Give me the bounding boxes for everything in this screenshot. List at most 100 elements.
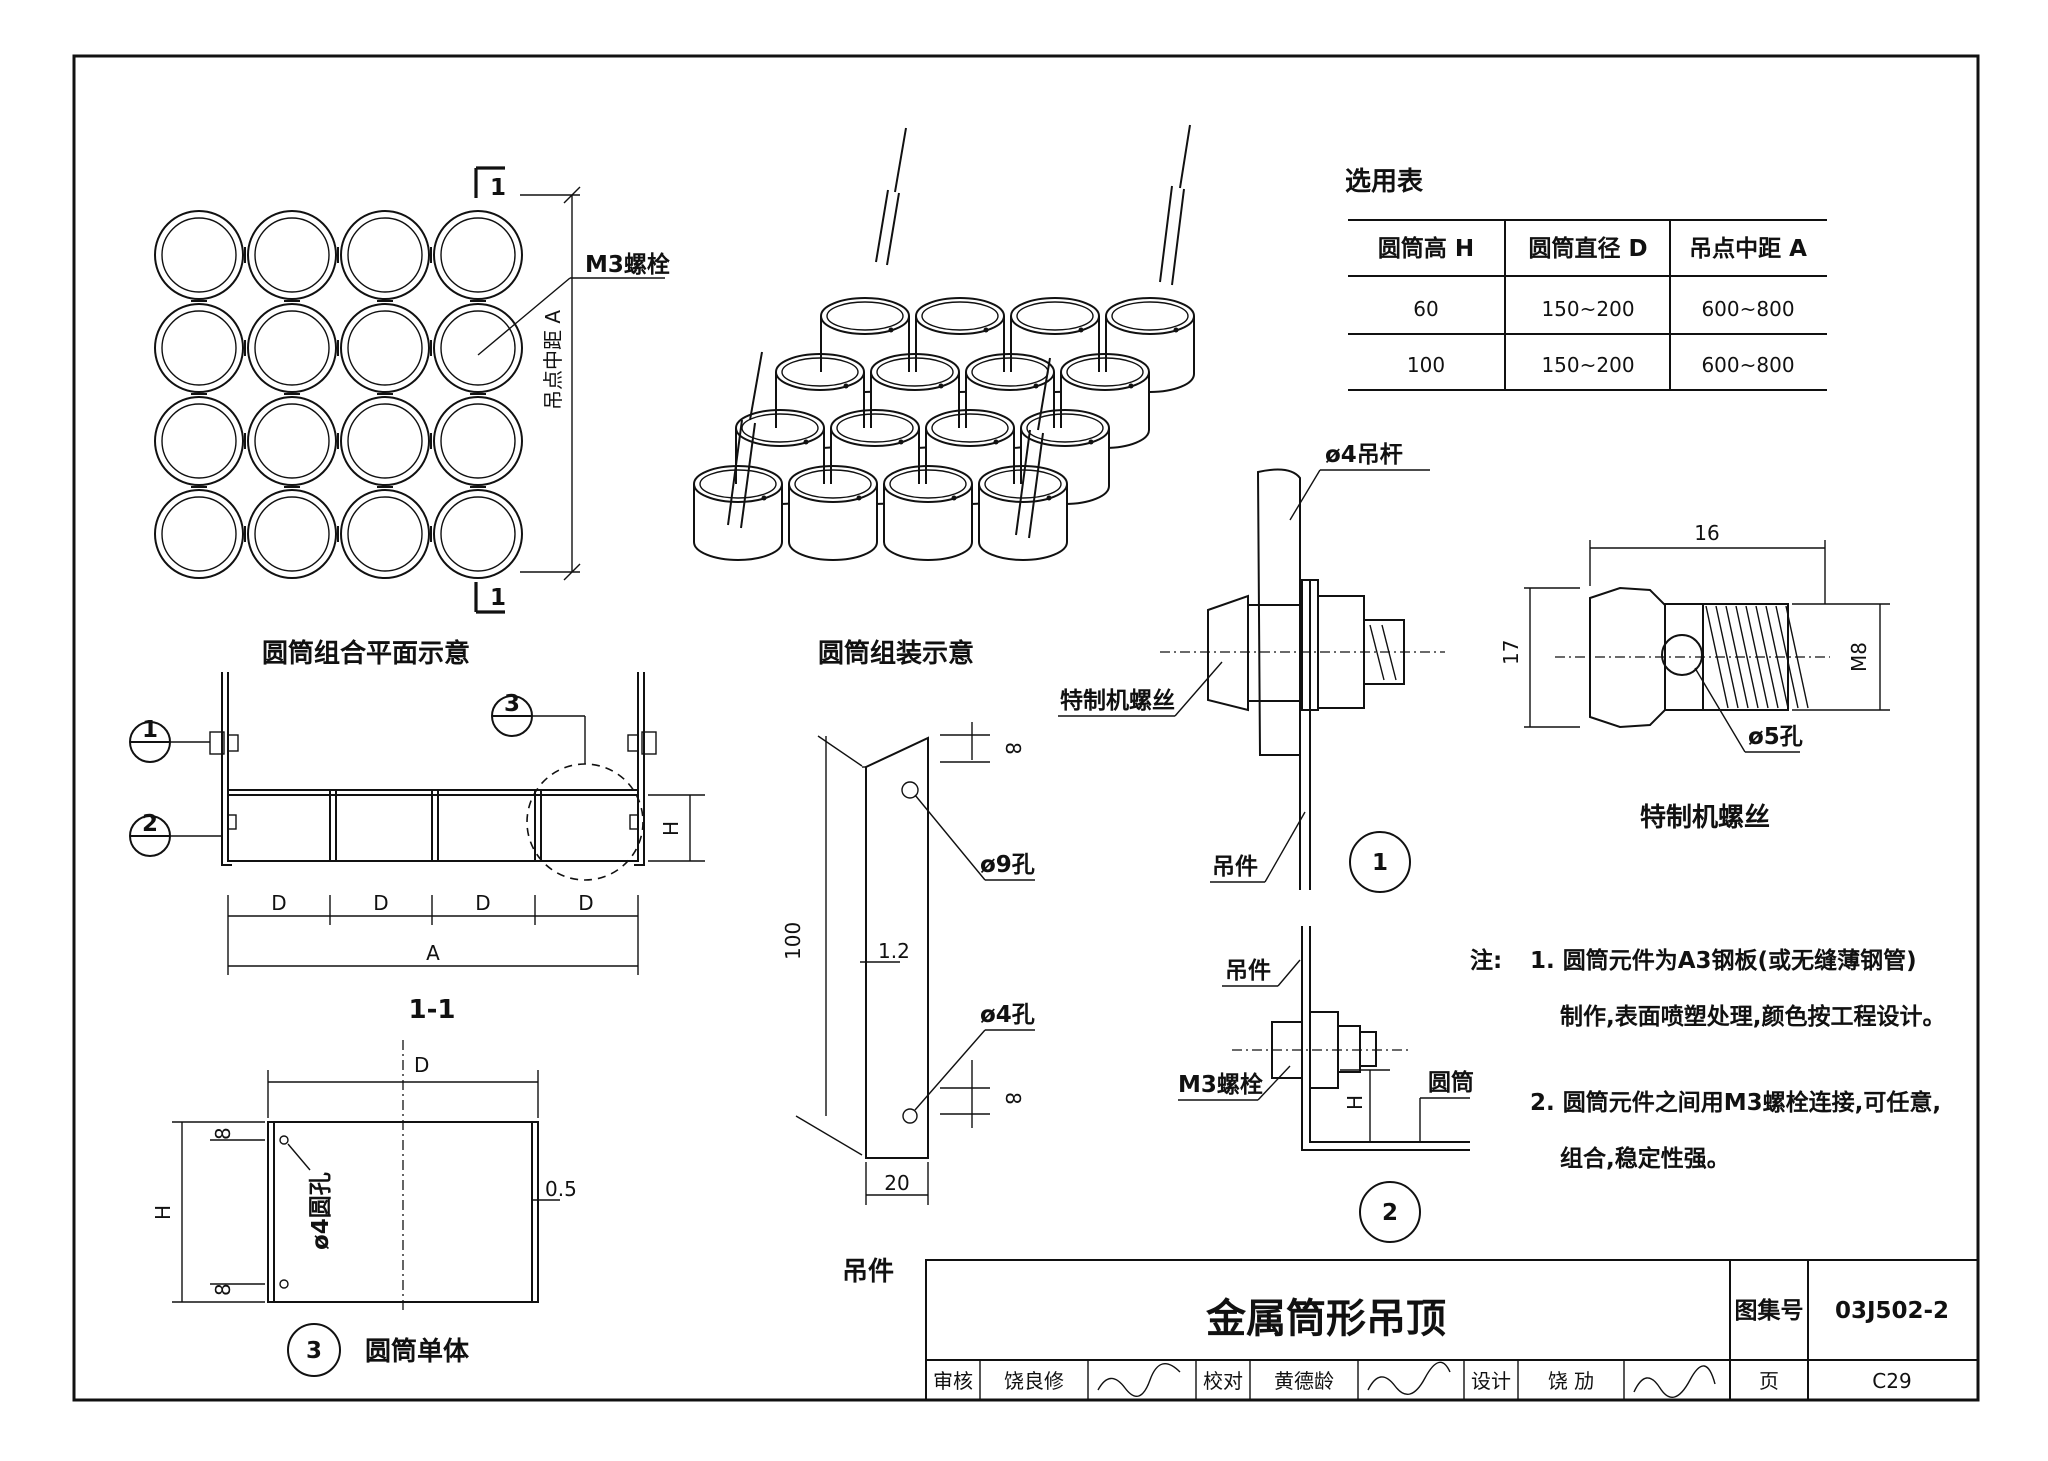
plan-cylinder-outer bbox=[340, 210, 430, 300]
iso-tube-inner bbox=[794, 469, 872, 499]
table-cell: 600~800 bbox=[1701, 353, 1794, 377]
tube-label: 圆筒 bbox=[1428, 1069, 1474, 1096]
table-cell: 60 bbox=[1413, 297, 1438, 321]
iso-bolt-dot bbox=[938, 383, 944, 389]
iso-tube-rim bbox=[1105, 297, 1195, 335]
iso-bolt-dot bbox=[1078, 327, 1084, 333]
title-block: 金属筒形吊顶 图集号 03J502-2 审核 饶良修 校对 黄德龄 设计 饶 劢… bbox=[925, 1259, 1979, 1401]
detail2-bolt-label: M3螺栓 bbox=[1178, 1072, 1263, 1098]
single-d-label: D bbox=[414, 1053, 429, 1077]
plan-cylinder-inner bbox=[440, 310, 516, 386]
hanger-dim-20: 20 bbox=[884, 1171, 909, 1195]
plan-cylinder-outer bbox=[154, 303, 244, 393]
single-tube-detail: D H 8 8 0.5 ø4圆孔 bbox=[151, 1040, 577, 1312]
span-a-label: 吊点中距 A bbox=[541, 310, 565, 410]
plan-cylinder-inner bbox=[347, 310, 423, 386]
iso-bolt-dot bbox=[761, 495, 767, 501]
selection-table: 圆筒高 H 圆筒直径 D 吊点中距 A 60 150~200 600~800 1… bbox=[1348, 219, 1827, 391]
iso-tube-inner bbox=[1026, 413, 1104, 443]
iso-tube-rim bbox=[870, 353, 960, 391]
iso-tube-inner bbox=[1111, 301, 1189, 331]
plan-cylinder-inner bbox=[161, 496, 237, 572]
iso-bolt-dot bbox=[1088, 439, 1094, 445]
iso-tube-rim bbox=[788, 465, 878, 503]
plan-cylinder-inner bbox=[254, 310, 330, 386]
iso-tube-inner bbox=[699, 469, 777, 499]
detail-3-circle bbox=[287, 1323, 341, 1377]
special-screw-label: 特制机螺丝 bbox=[1060, 688, 1175, 714]
plan-cylinder-inner bbox=[161, 217, 237, 293]
callout-1: 1 bbox=[142, 717, 158, 743]
plan-cylinder-inner bbox=[161, 310, 237, 386]
iso-tube-inner bbox=[836, 413, 914, 443]
plan-cylinder-outer bbox=[433, 396, 523, 486]
iso-tube-rim bbox=[830, 409, 920, 447]
hanger-title: 吊件 bbox=[842, 1257, 894, 1287]
iso-tube-inner bbox=[1016, 301, 1094, 331]
plan-cylinder-outer bbox=[247, 210, 337, 300]
detail2-h-label: H bbox=[1343, 1095, 1367, 1110]
detail2-number: 2 bbox=[1382, 1200, 1398, 1226]
plan-cylinder-outer bbox=[433, 210, 523, 300]
section-title: 1-1 bbox=[409, 995, 456, 1025]
table-title: 选用表 bbox=[1345, 167, 1424, 197]
atlas-number: 03J502-2 bbox=[1835, 1298, 1949, 1324]
plan-cylinder-outer bbox=[247, 489, 337, 579]
section-d-label: D bbox=[475, 891, 490, 915]
screw-thread bbox=[1735, 605, 1759, 709]
check-label: 校对 bbox=[1203, 1369, 1243, 1393]
iso-bolt-dot bbox=[993, 439, 999, 445]
special-screw-detail: 16 17 M8 ø5孔 bbox=[1499, 521, 1890, 753]
iso-tube-rim bbox=[925, 409, 1015, 447]
section-d-label: D bbox=[271, 891, 286, 915]
page-number: C29 bbox=[1872, 1369, 1911, 1393]
iso-tube-rim bbox=[883, 465, 973, 503]
table-cell: 150~200 bbox=[1541, 297, 1634, 321]
iso-tube-inner bbox=[781, 357, 859, 387]
detail1-hanger-label: 吊件 bbox=[1212, 854, 1258, 880]
single-h-label: H bbox=[151, 1205, 175, 1220]
hole5-label: ø5孔 bbox=[1748, 724, 1803, 750]
hole9-label: ø9孔 bbox=[980, 852, 1035, 878]
plan-cylinder-outer bbox=[433, 489, 523, 579]
notes-label: 注: bbox=[1470, 947, 1502, 974]
plan-cylinder-inner bbox=[347, 403, 423, 479]
plan-cylinder-inner bbox=[161, 403, 237, 479]
iso-tube-rim bbox=[978, 465, 1068, 503]
note-line: 2. 圆筒元件之间用M3螺栓连接,可任意, bbox=[1530, 1089, 1941, 1116]
screw-thread bbox=[1755, 605, 1779, 709]
plan-cylinder-outer bbox=[340, 396, 430, 486]
screw-thread bbox=[1775, 605, 1799, 709]
plan-cylinder-outer bbox=[247, 303, 337, 393]
iso-bolt-dot bbox=[1046, 495, 1052, 501]
screw-dim-17: 17 bbox=[1499, 640, 1523, 665]
iso-tube-inner bbox=[931, 413, 1009, 443]
atlas-label: 图集号 bbox=[1735, 1297, 1804, 1324]
section-mark-bottom: 1 bbox=[490, 585, 506, 611]
single-title: 圆筒单体 bbox=[365, 1336, 470, 1367]
iso-bolt-dot bbox=[803, 439, 809, 445]
designer-signature bbox=[1633, 1365, 1716, 1398]
checker-signature bbox=[1367, 1361, 1451, 1395]
iso-tube-rim bbox=[965, 353, 1055, 391]
plan-cylinder-inner bbox=[347, 217, 423, 293]
table-header-d: 圆筒直径 D bbox=[1528, 235, 1647, 262]
detail-1: ø4吊杆 特制机螺丝 吊件 1 bbox=[1058, 442, 1445, 893]
section-a-label: A bbox=[426, 941, 440, 965]
hanger-detail: 100 8 8 ø9孔 ø4孔 1.2 20 bbox=[781, 722, 1035, 1205]
table-cell: 100 bbox=[1407, 353, 1445, 377]
callout-3: 3 bbox=[504, 691, 520, 717]
hole4-label: ø4孔 bbox=[980, 1002, 1035, 1028]
plan-cylinder-inner bbox=[440, 403, 516, 479]
checker-name: 黄德龄 bbox=[1274, 1369, 1334, 1393]
iso-tube-inner bbox=[921, 301, 999, 331]
table-header-h: 圆筒高 H bbox=[1378, 235, 1474, 262]
designer-name: 饶 劢 bbox=[1548, 1369, 1594, 1393]
page-label: 页 bbox=[1759, 1369, 1779, 1393]
plan-cylinder-inner bbox=[254, 217, 330, 293]
iso-tube-rim bbox=[1020, 409, 1110, 447]
iso-tube-inner bbox=[876, 357, 954, 387]
iso-tube-inner bbox=[1066, 357, 1144, 387]
hanger-dim-8: 8 bbox=[1001, 1092, 1025, 1105]
plan-cylinder-outer bbox=[154, 489, 244, 579]
